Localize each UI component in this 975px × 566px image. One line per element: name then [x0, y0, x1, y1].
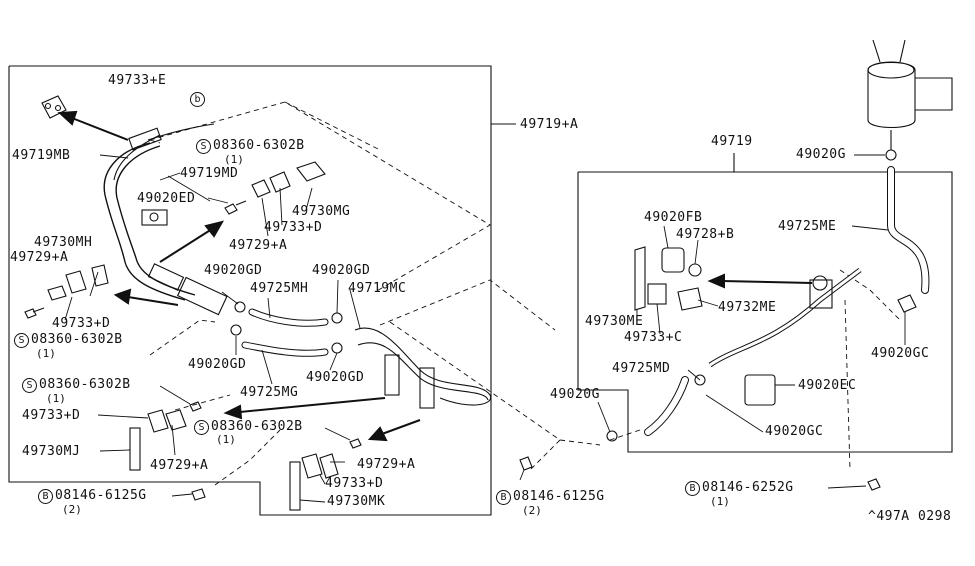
part-49020gd-1-label: 49020GD — [204, 263, 263, 278]
part-08360-ctr-qty: (1) — [216, 433, 236, 446]
part-49725md-label: 49725MD — [612, 361, 671, 376]
part-49729-a-left-label: 49729+A — [10, 250, 69, 265]
diagram-reference-code: ^497A 0298 — [868, 509, 952, 524]
part-49719md-label: 49719MD — [180, 166, 239, 181]
part-49728-b-label: 49728+B — [676, 227, 735, 242]
part-49730mg-label: 49730MG — [292, 204, 351, 219]
part-49730mj-label: 49730MJ — [22, 444, 81, 459]
part-49020g-ctr-label: 49020G — [550, 387, 600, 402]
part-49725mg-label: 49725MG — [240, 385, 299, 400]
part-49020gc-bottom-label: 49020GC — [765, 424, 824, 439]
part-49730mk-label: 49730MK — [327, 494, 386, 509]
part-49729-a-right-label: 49729+A — [357, 457, 416, 472]
part-49733-d-mid-label: 49733+D — [22, 408, 81, 423]
part-49729-a-mid-label: 49729+A — [150, 458, 209, 473]
part-49729-a-top-label: 49729+A — [229, 238, 288, 253]
part-49733-e-label: 49733+E — [108, 73, 167, 88]
part-49020ed-label: 49020ED — [137, 191, 196, 206]
part-49020gd-3-label: 49020GD — [188, 357, 247, 372]
part-49733-d-top-label: 49733+D — [264, 220, 323, 235]
part-49020g-top-label: 49020G — [796, 147, 846, 162]
part-49020fb-label: 49020FB — [644, 210, 703, 225]
part-49020ec-label: 49020EC — [798, 378, 857, 393]
part-49730mh-label: 49730MH — [34, 235, 93, 250]
part-08360-mid-qty: (1) — [46, 392, 66, 405]
part-49725mh-label: 49725MH — [250, 281, 309, 296]
part-49719-a-label: 49719+A — [520, 117, 579, 132]
part-49020gc-right-label: 49020GC — [871, 346, 930, 361]
part-49733-d-left-label: 49733+D — [52, 316, 111, 331]
callout-b: b — [190, 92, 207, 107]
part-49730me-label: 49730ME — [585, 314, 644, 329]
part-49719mb-label: 49719MB — [12, 148, 71, 163]
part-49732me-label: 49732ME — [718, 300, 777, 315]
part-49733-c-label: 49733+C — [624, 330, 683, 345]
part-08146-6125g-ctr-qty: (2) — [522, 504, 542, 517]
right-assembly-frame — [577, 171, 953, 453]
part-49020gd-4-label: 49020GD — [306, 370, 365, 385]
part-08360-top-qty: (1) — [224, 153, 244, 166]
part-08146-6125g-left-qty: (2) — [62, 503, 82, 516]
part-49719mc-label: 49719MC — [348, 281, 407, 296]
part-49733-d-right-label: 49733+D — [325, 476, 384, 491]
part-49020gd-2-label: 49020GD — [312, 263, 371, 278]
part-08146-6252g-qty: (1) — [710, 495, 730, 508]
part-49725me-label: 49725ME — [778, 219, 837, 234]
part-49719-label: 49719 — [711, 134, 753, 149]
left-assembly-frame — [8, 65, 492, 516]
part-08360-left-qty: (1) — [36, 347, 56, 360]
